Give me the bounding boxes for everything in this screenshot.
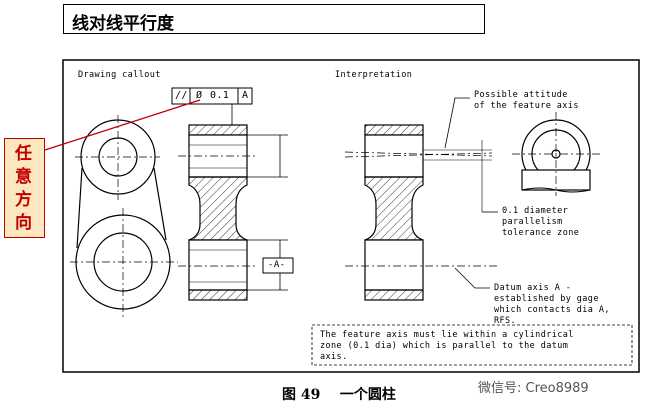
- note-tolerance-line-1: 0.1 diameter: [502, 206, 569, 216]
- note-datum-line-1: Datum axis A -: [494, 283, 572, 293]
- note-attitude-line-1: Possible attitude: [474, 90, 568, 100]
- note-tolerance-line-3: tolerance zone: [502, 228, 580, 238]
- datum-label: -A-: [268, 260, 286, 270]
- note-datum-line-2: established by gage: [494, 294, 599, 304]
- dimension-lines-left: [231, 96, 288, 291]
- page-title: 线对线平行度: [72, 14, 174, 34]
- note-attitude-line-2: of the feature axis: [474, 101, 579, 111]
- direction-label-box: 任意方向: [4, 138, 45, 238]
- fcf-symbol: //: [175, 90, 188, 101]
- footnote-line-1: The feature axis must lie within a cylin…: [320, 330, 574, 340]
- watermark: 微信号: Creo8989: [478, 381, 589, 396]
- drawing-callout-label: Drawing callout: [78, 70, 161, 80]
- interpretation-label: Interpretation: [335, 70, 413, 80]
- footnote-box: [311, 324, 633, 366]
- footnote-line-3: axis.: [320, 352, 348, 362]
- note-datum-line-3: which contacts dia A,: [494, 305, 610, 315]
- figure-caption: 图 49 一个圆柱: [282, 387, 396, 403]
- title-box: 线对线平行度: [63, 4, 485, 34]
- note-datum-line-4: RFS.: [494, 316, 517, 326]
- fcf-tolerance-value: 0.1: [210, 90, 230, 101]
- datum-feature-box: [262, 257, 294, 274]
- fcf-diameter-symbol: Ø: [196, 90, 203, 101]
- footnote-line-2: zone (0.1 dia) which is parallel to the …: [320, 341, 569, 351]
- end-view: [512, 112, 600, 196]
- drawing-frame: [62, 59, 640, 373]
- section-view-right: [344, 124, 500, 301]
- fcf-datum-ref: A: [242, 90, 249, 101]
- section-view-left: [178, 124, 258, 301]
- note-tolerance-line-2: parallelism: [502, 217, 563, 227]
- red-leader-line: [44, 99, 201, 151]
- leaders-right: [444, 97, 498, 289]
- direction-label: 任意方向: [15, 144, 33, 233]
- feature-control-frame: [171, 87, 253, 105]
- link-part: [70, 115, 178, 318]
